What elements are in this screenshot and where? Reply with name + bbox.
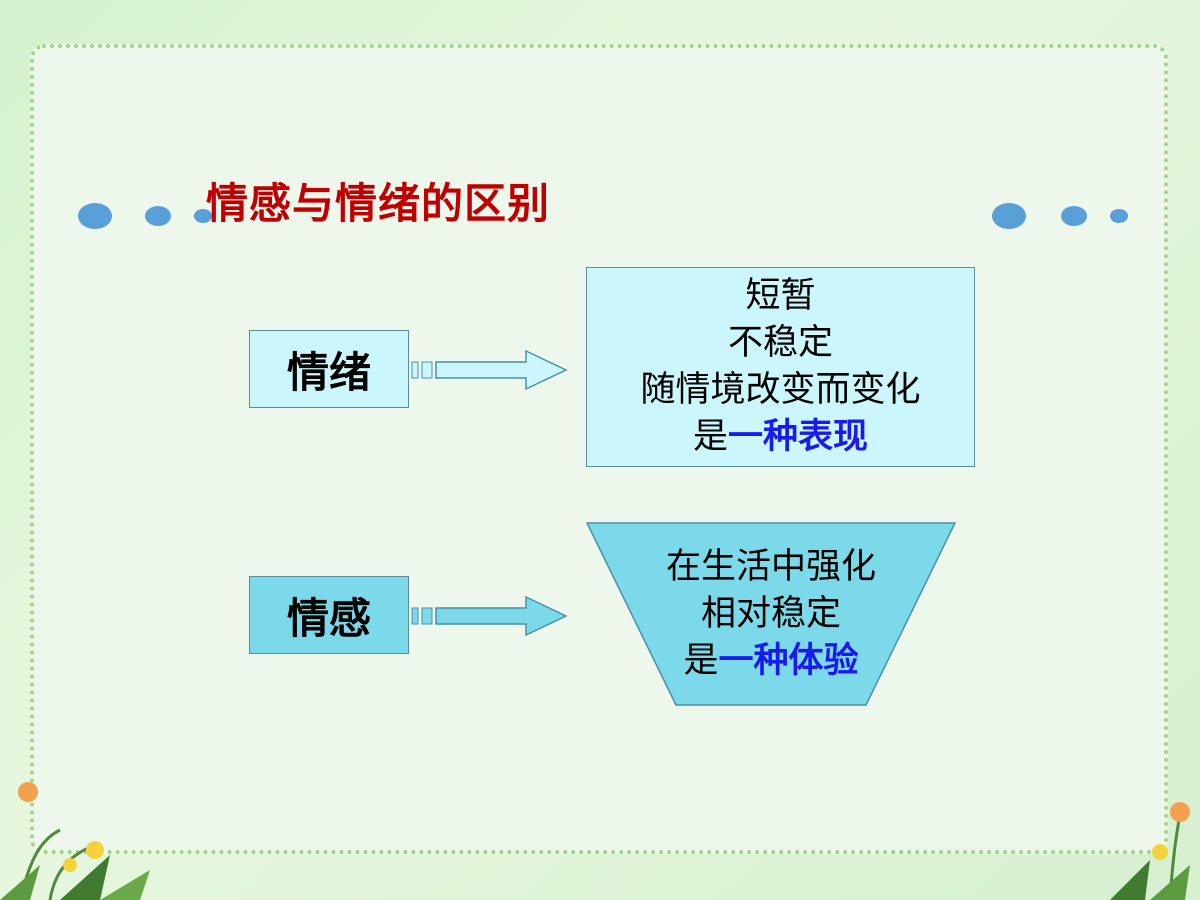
feeling-description-box: 在生活中强化 相对稳定 是一种体验 <box>586 522 956 706</box>
emotion-label: 情绪 <box>286 347 371 397</box>
decor-dot <box>992 203 1026 229</box>
decor-dot <box>1061 206 1087 226</box>
feeling-line: 相对稳定 <box>700 593 841 634</box>
feeling-trapezoid-shape <box>586 522 956 706</box>
emotion-highlight: 一种表现 <box>728 417 869 457</box>
page-title: 情感与情绪的区别 <box>206 179 551 228</box>
feeling-label-box: 情感 <box>249 576 409 654</box>
decor-dot <box>1110 209 1128 223</box>
emotion-description-box: 短暂 不稳定 随情境改变而变化 是一种表现 <box>586 267 975 467</box>
emotion-line-last: 是一种表现 <box>693 414 868 461</box>
emotion-prefix: 是 <box>692 417 728 457</box>
emotion-line: 短暂 <box>745 276 816 316</box>
arrow-right-icon <box>411 349 568 391</box>
flower-decoration-icon <box>0 782 150 900</box>
emotion-label-box: 情绪 <box>249 330 409 408</box>
decor-dot <box>78 203 112 229</box>
feeling-label: 情感 <box>286 593 371 643</box>
emotion-line: 不稳定 <box>727 323 833 363</box>
decor-dot <box>194 209 212 223</box>
arrow-right-icon <box>411 595 568 637</box>
feeling-prefix: 是 <box>683 640 719 681</box>
emotion-line: 随情境改变而变化 <box>640 370 921 410</box>
feeling-highlight: 一种体验 <box>718 640 859 681</box>
decor-dot <box>145 206 171 226</box>
flower-decoration-icon <box>1110 802 1190 900</box>
feeling-line-last: 是一种体验 <box>683 638 858 685</box>
feeling-line: 在生活中强化 <box>665 546 876 587</box>
